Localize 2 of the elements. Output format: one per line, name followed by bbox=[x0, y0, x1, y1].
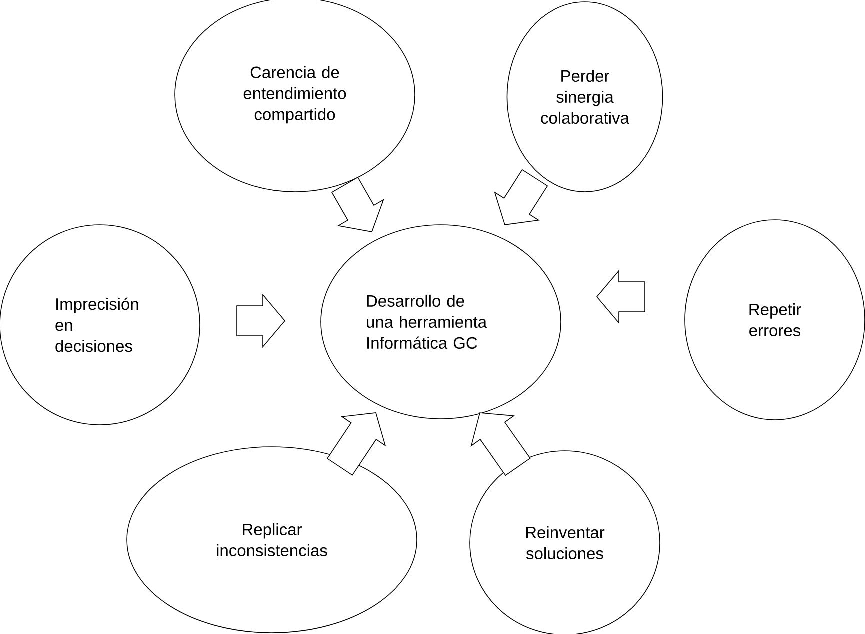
block-arrow bbox=[596, 270, 646, 324]
block-arrow bbox=[236, 294, 286, 348]
